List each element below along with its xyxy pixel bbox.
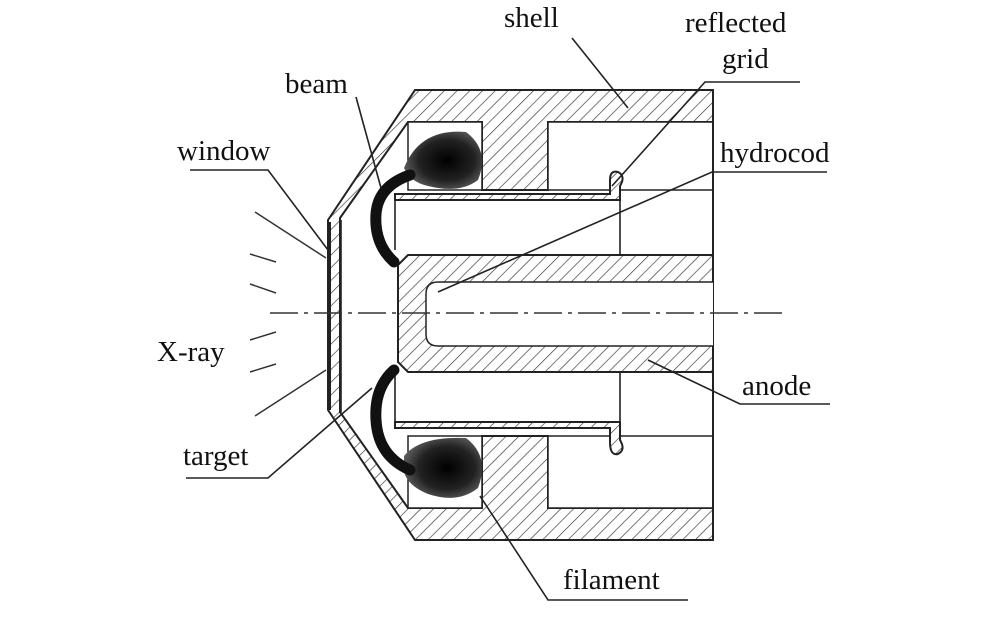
- xray-emission: [249, 211, 327, 417]
- label-window: window: [177, 135, 271, 167]
- filament-beam: [370, 131, 482, 498]
- label-target: target: [183, 440, 249, 472]
- leader-lines: [186, 37, 830, 601]
- target-plate: [329, 220, 342, 412]
- label-filament: filament: [563, 564, 660, 596]
- reflected-grid: [394, 170, 624, 456]
- label-xray: X-ray: [157, 336, 225, 368]
- label-reflected: reflected: [685, 7, 787, 39]
- label-shell: shell: [504, 2, 559, 34]
- label-hydrocod: hydrocod: [720, 137, 830, 169]
- label-beam: beam: [285, 68, 348, 100]
- label-grid: grid: [722, 43, 769, 75]
- shell-body: [327, 89, 714, 541]
- label-anode: anode: [742, 370, 811, 402]
